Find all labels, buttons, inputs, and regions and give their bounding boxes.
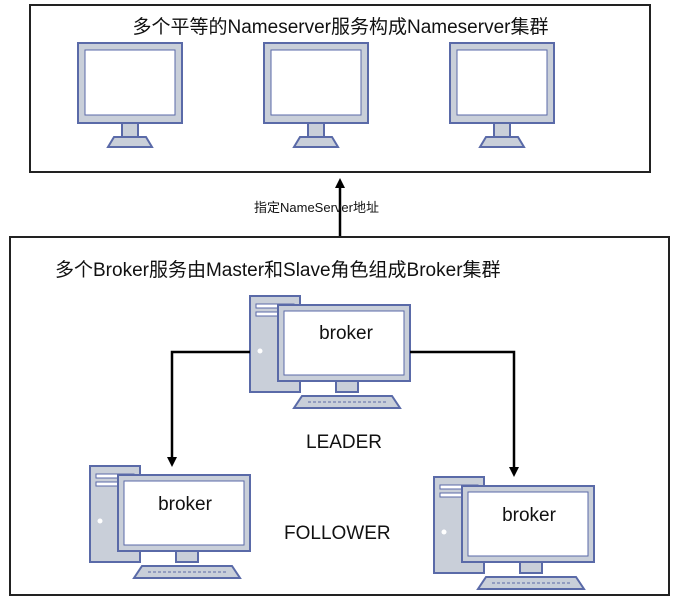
follower-role-label: FOLLOWER: [284, 523, 391, 544]
leader-role-label: LEADER: [306, 432, 383, 453]
nameserver-cluster-title: 多个平等的Nameserver服务构成Nameserver集群: [132, 17, 549, 38]
leader-to-follower-2-arrow: [410, 350, 519, 477]
leader-to-follower-1-arrow: [167, 350, 250, 467]
monitor-icon: [449, 42, 555, 148]
nameserver-link-label: 指定NameServer地址: [254, 200, 379, 215]
broker-cluster-title: 多个Broker服务由Master和Slave角色组成Broker集群: [55, 260, 501, 281]
monitor-icon: [77, 42, 183, 148]
leader-computer-icon: [249, 295, 411, 409]
leader-screen-label: broker: [319, 323, 373, 344]
follower-1-screen-label: broker: [158, 494, 212, 515]
follower-2-screen-label: broker: [502, 505, 556, 526]
follower-computer-icon-2: [433, 476, 595, 590]
broker-cluster-box: [9, 236, 670, 596]
monitor-icon: [263, 42, 369, 148]
follower-computer-icon-1: [89, 465, 251, 579]
